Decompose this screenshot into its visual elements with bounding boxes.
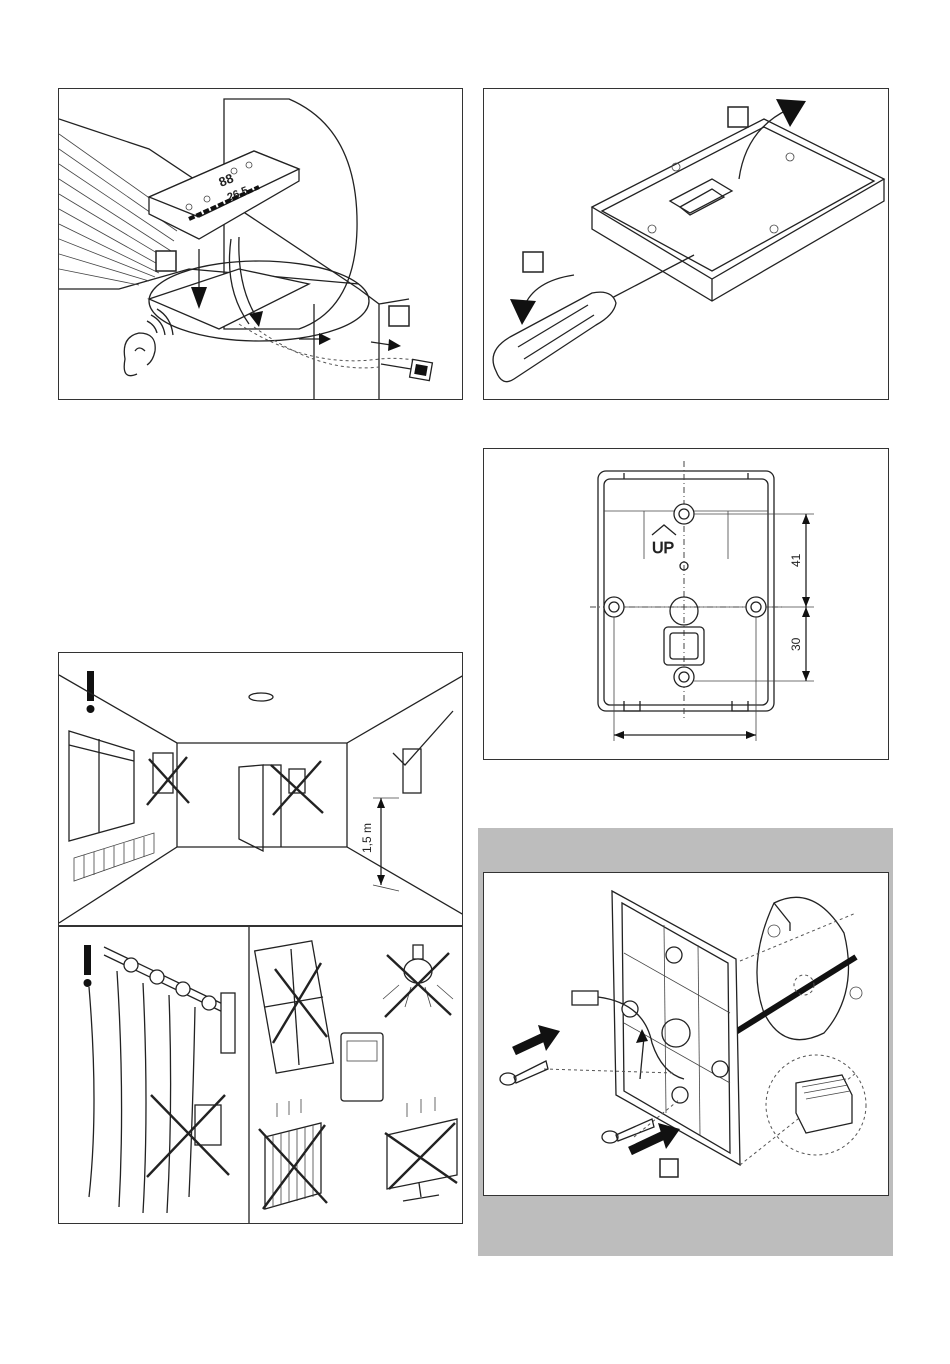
ear-icon	[124, 309, 173, 376]
step-box-a	[728, 107, 748, 127]
open-housing-illustration	[484, 89, 889, 400]
panel-install-controller: 88 26.5	[58, 88, 463, 400]
step-box	[660, 1159, 678, 1177]
step-box-a	[156, 251, 176, 271]
radiator-icon	[265, 1099, 321, 1209]
dimension-bottom: 30	[789, 637, 803, 651]
panel-mounting-height: 1,5 m	[58, 652, 463, 926]
room-illustration: 1,5 m	[59, 653, 463, 926]
height-label: 1,5 m	[360, 823, 374, 853]
curtain	[89, 958, 216, 1213]
panel-mounting-plate: UP 41 30	[483, 448, 889, 760]
checkmark-icon	[393, 711, 453, 765]
fan-coil-icon	[796, 1075, 852, 1133]
wall-mount-illustration	[484, 873, 889, 1196]
panel-open-housing	[483, 88, 889, 400]
install-controller-illustration: 88 26.5	[59, 89, 463, 400]
screw-icon	[500, 1061, 548, 1085]
step-box-b	[389, 306, 409, 326]
dimension-top: 41	[789, 553, 803, 567]
cable-connector	[381, 359, 432, 380]
mounting-plate-drawing: UP 41 30	[484, 449, 889, 760]
panel-wall-mount	[483, 872, 889, 1196]
avoid-locations-illustration	[59, 927, 463, 1224]
lamp-icon	[383, 945, 453, 1007]
warning-icon	[84, 945, 92, 987]
tv-icon	[387, 1097, 457, 1201]
step-box-b	[523, 252, 543, 272]
up-label: UP	[652, 540, 674, 557]
panel-avoid-locations	[58, 926, 463, 1224]
